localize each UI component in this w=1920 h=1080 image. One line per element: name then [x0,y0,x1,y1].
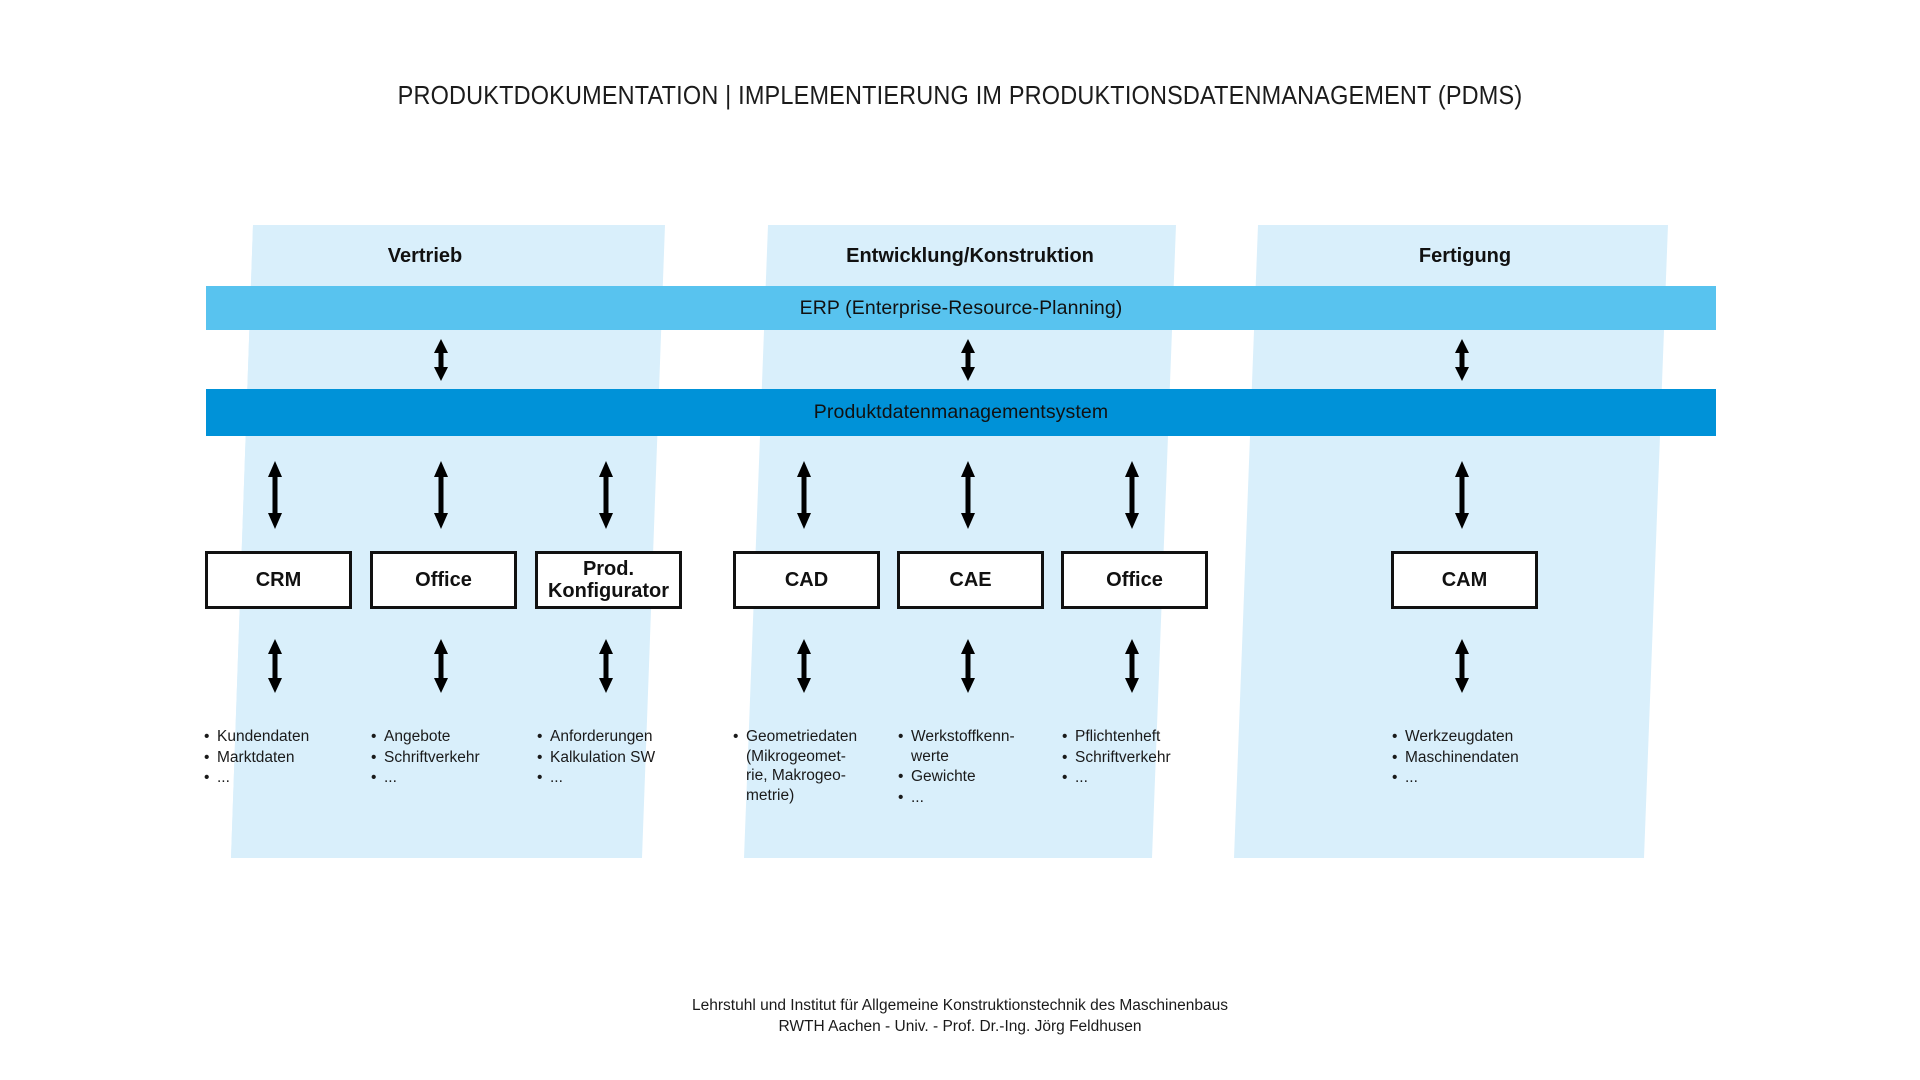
arrow-cad-data [794,639,814,693]
list-item: • Pflichtenheft [1062,728,1161,745]
bullet-dot-icon: • [1392,748,1398,766]
list-item: • ... [371,769,397,787]
bullet-dot-icon: • [898,788,904,806]
column-band-vertrieb-fill [231,225,665,858]
bullet-dot-icon: • [204,769,210,787]
arrow-erp-pdm-fertigung [1452,339,1472,381]
list-item: • Gewichte [898,768,976,786]
app-box-office-vertrieb[interactable]: Office [370,551,517,609]
app-box-cae-label: CAE [949,568,992,591]
arrow-pdm-cae [958,461,978,529]
bullet-dot-icon: • [371,748,377,766]
data-list-prod-konfigurator: • Anforderungen • Kalkulation SW • ... [537,727,712,789]
column-band-fertigung [1234,225,1668,858]
dept-label-entwicklung: Entwicklung/Konstruktion [846,245,1094,267]
arrow-cae-data [958,639,978,693]
list-item: • ... [537,769,563,787]
app-box-cae[interactable]: CAE [897,551,1044,609]
erp-system-bar: ERP (Enterprise-Resource-Planning) [206,286,1716,330]
list-item: • Kundendaten [204,728,310,745]
list-item: • Werkstoffkenn- werte [898,728,1015,765]
list-item: • Anforderungen [537,728,653,745]
erp-system-label: ERP (Enterprise-Resource-Planning) [799,296,1123,319]
data-list-crm: • Kundendaten • Marktdaten • ... [204,727,364,789]
list-item: • Kalkulation SW [537,748,656,766]
bullet-dot-icon: • [371,728,377,745]
list-item: • ... [1062,769,1088,787]
column-band-entwicklung [744,225,1176,858]
bullet-dot-icon: • [537,748,543,766]
app-box-office-entwicklung[interactable]: Office [1061,551,1208,609]
arrow-erp-pdm-vertrieb [431,339,451,381]
list-item: • Schriftverkehr [1062,748,1171,766]
app-box-cad-label: CAD [784,568,829,591]
app-box-office-vertrieb-label: Office [415,568,472,591]
page-title: PRODUKTDOKUMENTATION | IMPLEMENTIERUNG I… [397,82,1523,110]
bullet-dot-icon: • [898,768,904,786]
arrow-prod-konfigurator-data [596,639,616,693]
bullet-dot-icon: • [371,769,377,787]
data-list-cam: • Werkzeugdaten • Maschinendaten • ... [1392,727,1572,789]
bullet-dot-icon: • [204,728,210,745]
arrow-erp-pdm-entwicklung [958,339,978,381]
bullet-dot-icon: • [733,728,739,745]
bullet-dot-icon: • [1062,769,1068,787]
footer: Lehrstuhl und Institut für Allgemeine Ko… [0,996,1920,1038]
data-list-cad: • Geometriedaten (Mikrogeomet- rie, Makr… [733,727,893,806]
footer-line-1: Lehrstuhl und Institut für Allgemeine Ko… [692,997,1228,1014]
arrow-pdm-office-vertrieb [431,461,451,529]
arrow-pdm-cad [794,461,814,529]
app-box-prod-konfigurator-label: Prod. Konfigurator [547,557,670,602]
list-item: • Angebote [371,728,451,745]
dept-label-vertrieb: Vertrieb [387,245,463,267]
footer-line-2: RWTH Aachen - Univ. - Prof. Dr.-Ing. Jör… [778,1017,1142,1035]
bullet-dot-icon: • [1062,728,1068,745]
arrow-pdm-office-entwicklung [1122,461,1142,529]
arrow-office-entwicklung-data [1122,639,1142,693]
app-box-prod-konfigurator[interactable]: Prod. Konfigurator [535,551,682,609]
arrow-office-vertrieb-data [431,639,451,693]
pdm-system-bar: Produktdatenmanagementsystem [206,389,1716,436]
list-item: • ... [898,788,924,806]
list-item: • ... [1392,769,1418,787]
list-item: • ... [204,769,230,787]
data-list-cae: • Werkstoffkenn- werte • Gewichte • ... [898,727,1058,808]
list-item: • Schriftverkehr [371,748,480,766]
list-item: • Maschinendaten [1392,748,1519,766]
bullet-dot-icon: • [537,769,543,787]
arrow-pdm-prod-konfigurator [596,461,616,529]
app-box-crm-label: CRM [255,568,302,591]
dept-label-fertigung: Fertigung [1418,245,1512,267]
list-item: • Geometriedaten (Mikrogeomet- rie, Makr… [733,728,858,804]
bullet-dot-icon: • [1392,769,1398,787]
list-item: • Marktdaten [204,748,295,766]
data-list-office-vertrieb: • Angebote • Schriftverkehr • ... [371,727,536,789]
bullet-dot-icon: • [898,728,904,745]
app-box-cam[interactable]: CAM [1391,551,1538,609]
arrow-pdm-crm [265,461,285,529]
data-list-office-entwicklung: • Pflichtenheft • Schriftverkehr • ... [1062,727,1232,789]
app-box-crm[interactable]: CRM [205,551,352,609]
arrow-pdm-cam [1452,461,1472,529]
bullet-dot-icon: • [204,748,210,766]
bullet-dot-icon: • [1392,728,1398,745]
pdm-system-label: Produktdatenmanagementsystem [813,401,1109,423]
bullet-dot-icon: • [537,728,543,745]
app-box-cam-label: CAM [1441,568,1488,591]
bullet-dot-icon: • [1062,748,1068,766]
arrow-cam-data [1452,639,1472,693]
list-item: • Werkzeugdaten [1392,728,1514,745]
app-box-office-entwicklung-label: Office [1106,568,1163,591]
app-box-cad[interactable]: CAD [733,551,880,609]
arrow-crm-data [265,639,285,693]
